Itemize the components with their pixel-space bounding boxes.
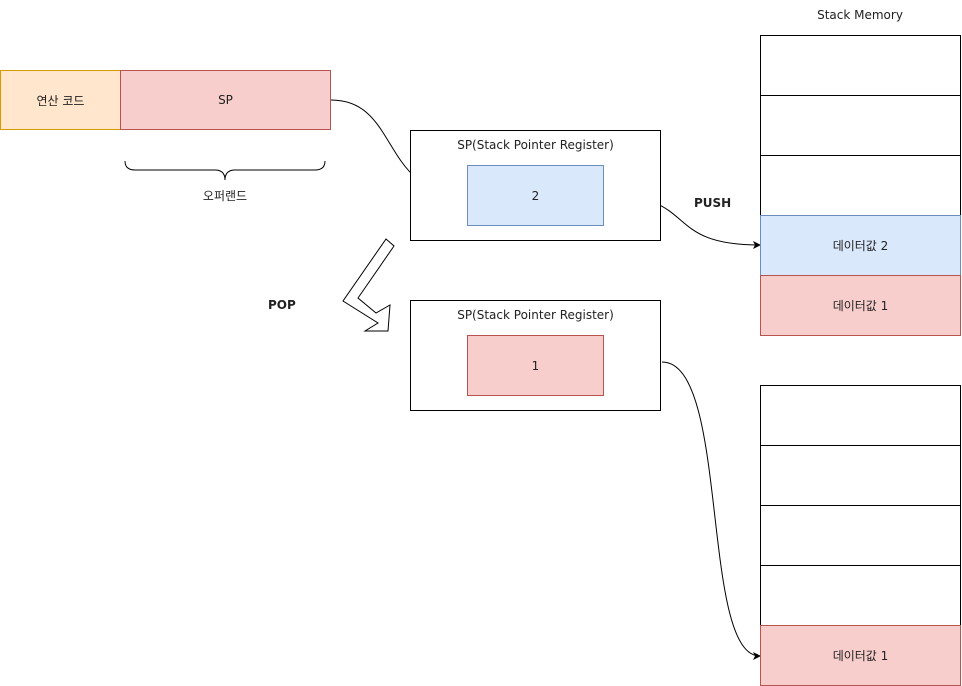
stack-cell-data-2: 데이터값 2 — [760, 215, 961, 276]
sp-register-push: SP(Stack Pointer Register) — [410, 130, 661, 241]
register-title: SP(Stack Pointer Register) — [457, 308, 614, 322]
opcode-field: 연산 코드 — [0, 70, 121, 130]
stack-cell — [760, 385, 961, 446]
operand-sp-label: SP — [218, 93, 233, 107]
stack-cell — [760, 35, 961, 96]
stack-cell-text: 데이터값 1 — [832, 649, 889, 663]
stack-cell — [760, 155, 961, 216]
stack-cell-text: 데이터값 1 — [832, 299, 889, 313]
stack-cell — [760, 445, 961, 506]
stack-cell-data-1: 데이터값 1 — [760, 275, 961, 336]
register-value: 2 — [531, 188, 540, 203]
pop-label: POP — [268, 298, 296, 312]
stack-cell — [760, 95, 961, 156]
pop-arrow-icon — [342, 238, 395, 332]
stack-cell — [760, 565, 961, 626]
stack-cell-data-1: 데이터값 1 — [760, 625, 961, 686]
operand-sp-field: SP — [120, 70, 331, 130]
operand-brace-label: 오퍼랜드 — [202, 189, 248, 203]
stack-cell-text: 데이터값 2 — [832, 239, 889, 253]
stack-cell — [760, 505, 961, 566]
register-value-box: 2 — [467, 165, 604, 226]
register-title: SP(Stack Pointer Register) — [457, 138, 614, 152]
push-label: PUSH — [694, 196, 732, 210]
register-value-box: 1 — [467, 335, 604, 396]
operand-brace — [124, 160, 326, 181]
register-value: 1 — [531, 358, 540, 373]
pop-result-arrow — [661, 361, 761, 660]
stack-memory-title: Stack Memory — [817, 8, 903, 22]
opcode-label: 연산 코드 — [36, 93, 85, 108]
